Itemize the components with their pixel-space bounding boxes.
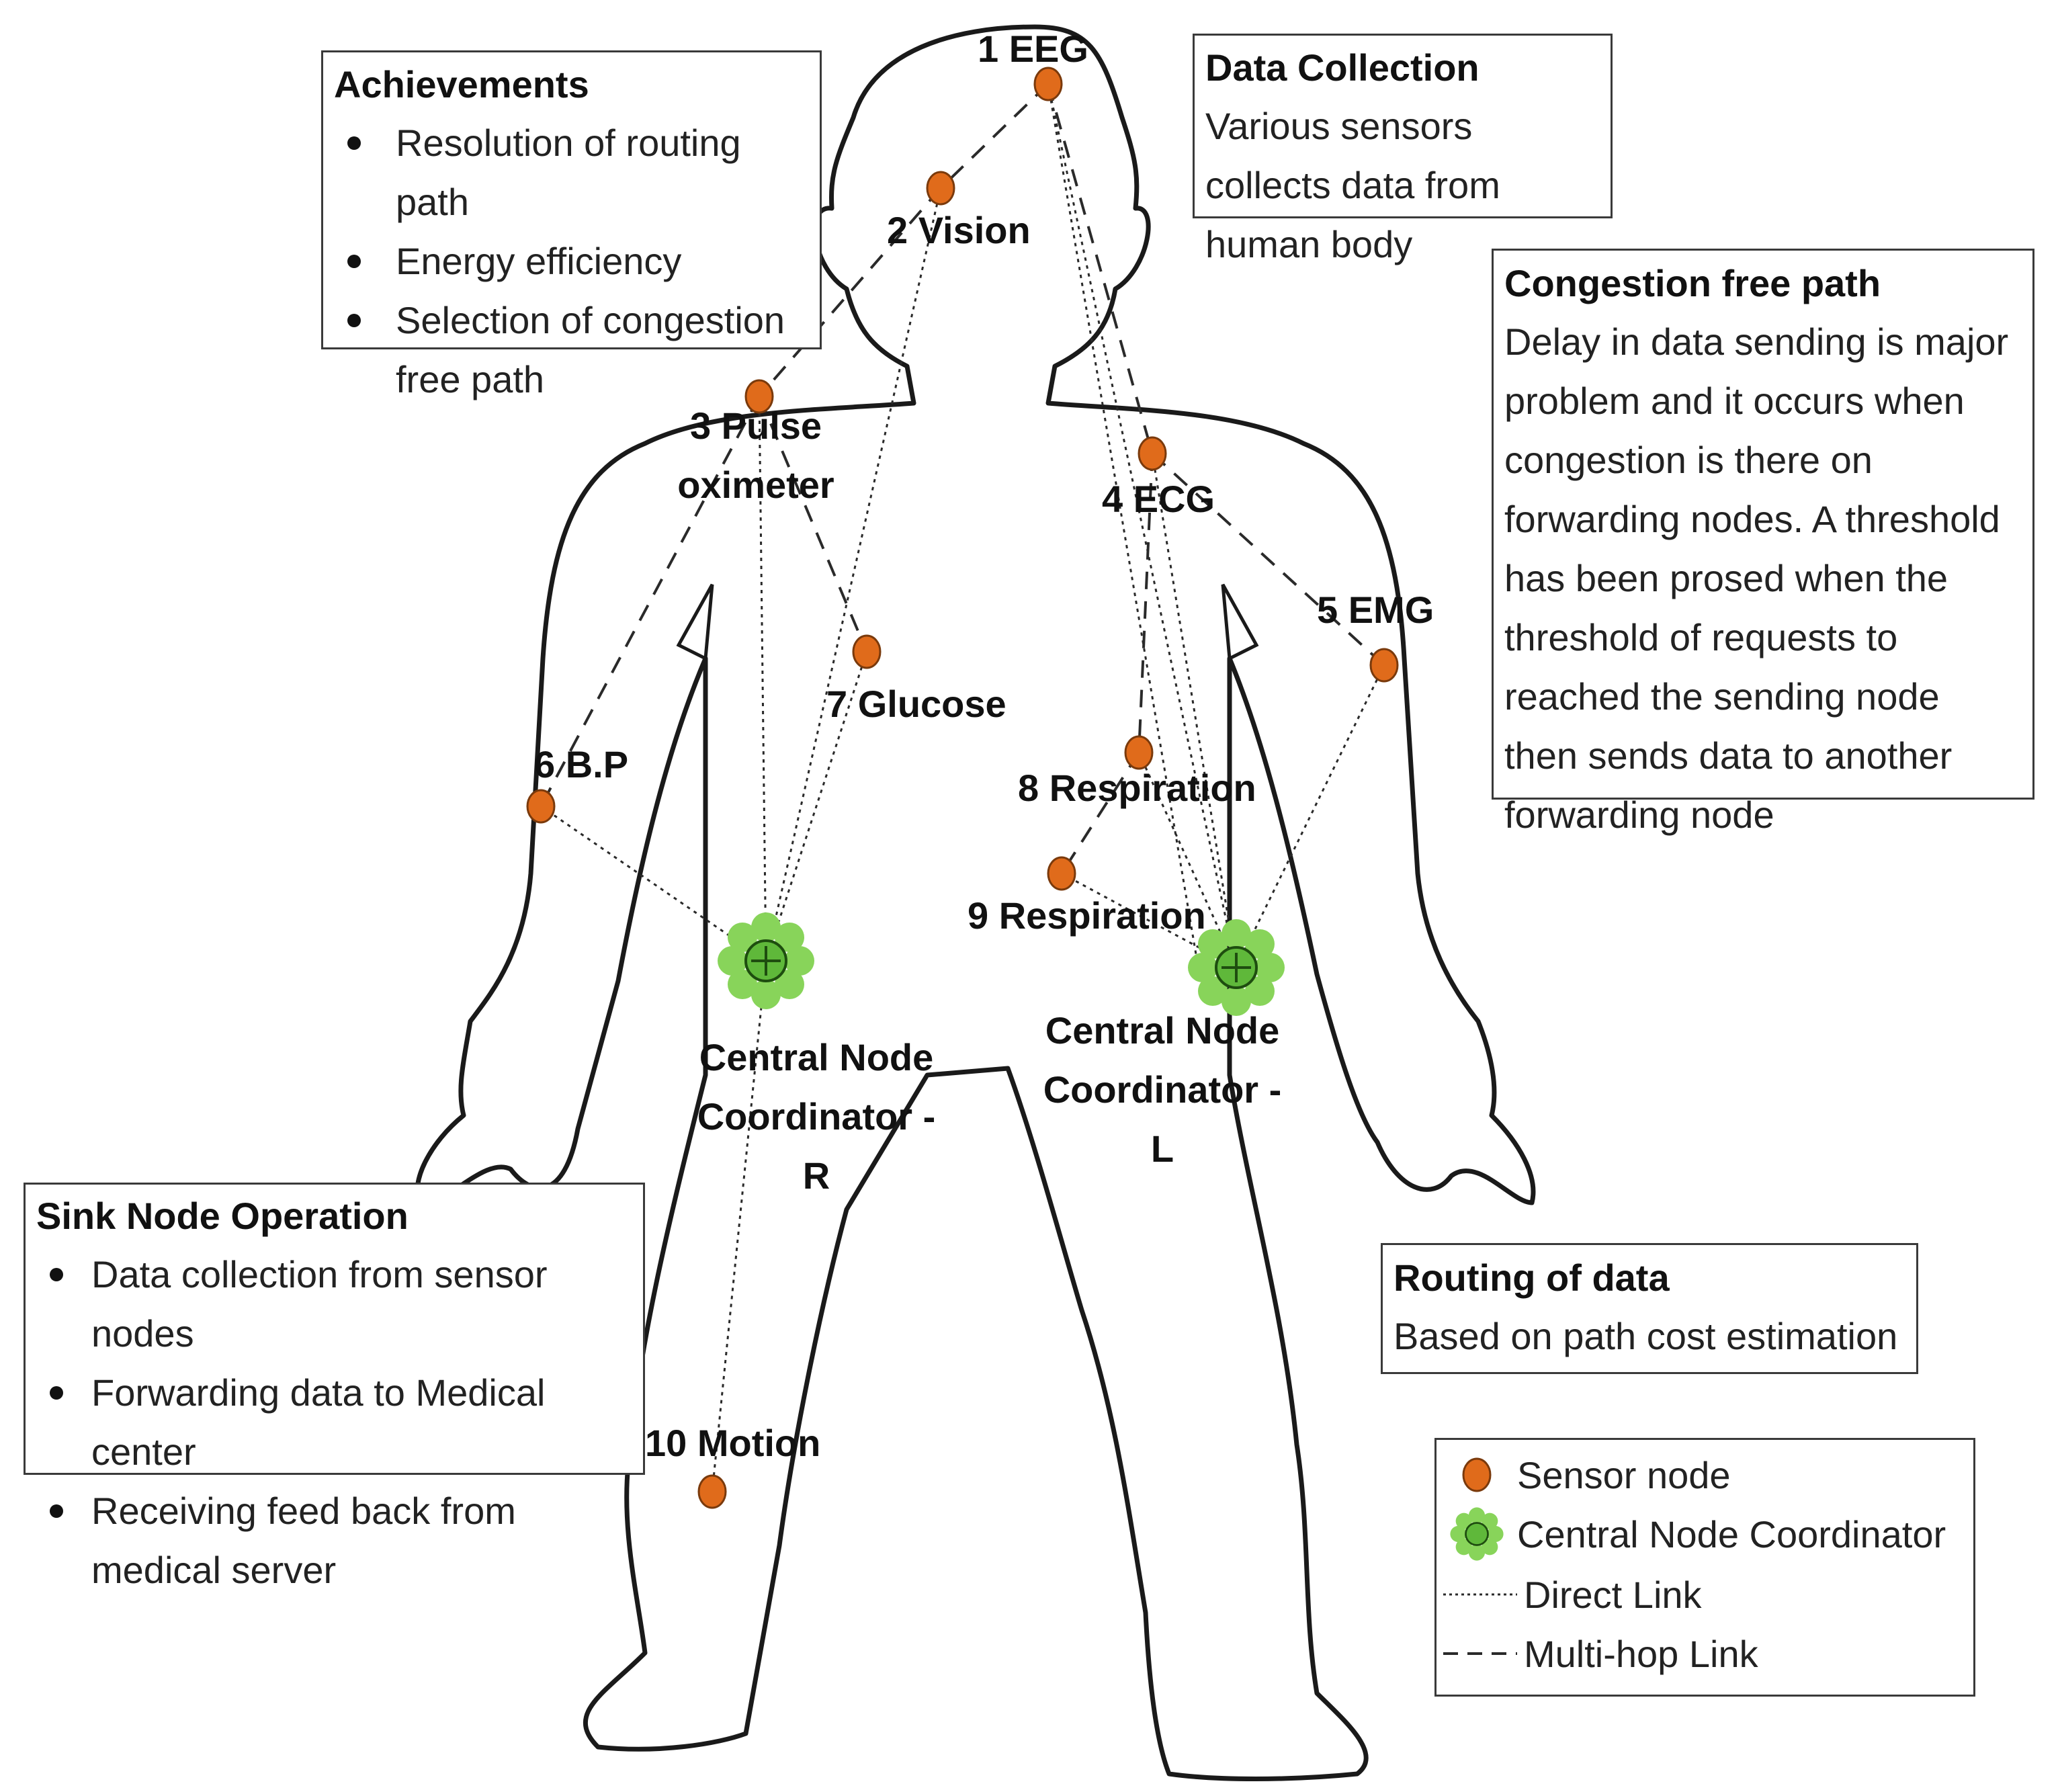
- legend-row-sensor: Sensor node: [1437, 1448, 1731, 1502]
- link-glucose-coordR: [765, 651, 868, 962]
- coordinator-legend-icon: [1450, 1507, 1504, 1561]
- link-emg-coordL: [1235, 665, 1385, 968]
- coordinator-r-icon: [716, 911, 816, 1011]
- link-eeg-coordL-2: [1047, 83, 1197, 955]
- achievements-item: Selection of congestion free path: [334, 291, 809, 409]
- sensor-node-bp: [526, 789, 556, 824]
- congestion-title: Congestion free path: [1504, 262, 1881, 304]
- multi-hop-link-legend-icon: [1443, 1652, 1517, 1655]
- link-pulse-glucose: [758, 396, 868, 652]
- sensor-node-ecg: [1138, 436, 1167, 471]
- human-body-outline: [415, 24, 1536, 1781]
- left-arm-inner-outline: [676, 583, 714, 661]
- link-vision-pulse: [758, 187, 942, 398]
- sensor-node-glucose: [852, 634, 882, 669]
- link-ecg-resp8: [1138, 453, 1154, 753]
- direct-link-legend-icon: [1443, 1593, 1517, 1596]
- congestion-box: Congestion free path Delay in data sendi…: [1492, 249, 2034, 836]
- sensor-node-resp8: [1124, 735, 1154, 770]
- sensor-nodes: [526, 67, 1399, 1509]
- routing-text: Based on path cost estimation: [1394, 1315, 1898, 1357]
- link-eeg-vision: [939, 83, 1049, 189]
- data-collection-text: Various sensors collects data from human…: [1205, 105, 1500, 265]
- achievements-item: Resolution of routing path: [334, 114, 809, 232]
- sensor-node-resp9: [1047, 856, 1076, 891]
- legend-row-direct: Direct Link: [1437, 1568, 1702, 1621]
- link-eeg-ecg: [1047, 83, 1154, 454]
- legend-direct-label: Direct Link: [1524, 1573, 1702, 1616]
- sink-node-list: Data collection from sensor nodes Forwar…: [36, 1245, 632, 1600]
- sensor-node-legend-icon: [1462, 1457, 1492, 1492]
- sink-node-item: Forwarding data to Medical center: [36, 1363, 632, 1482]
- link-resp8-resp9: [1060, 751, 1140, 875]
- link-vision-coordR: [765, 187, 942, 962]
- right-arm-inner-outline: [1221, 583, 1259, 661]
- coordinator-l-label: Central Node Coordinator - L: [1043, 1009, 1282, 1170]
- link-pulse-bp: [540, 396, 761, 807]
- sensor-node-vision: [926, 171, 955, 206]
- node-label-resp9: 9 Respiration: [968, 894, 1206, 937]
- node-label-motion: 10 Motion: [645, 1422, 821, 1464]
- coordinator-r-label: Central Node Coordinator - R: [697, 1036, 936, 1197]
- legend-box: Sensor node Central Node Coordinator Dir…: [1434, 1438, 1975, 1697]
- data-collection-box: Data Collection Various sensors collects…: [1193, 34, 1613, 265]
- node-label-vision: 2 Vision: [887, 209, 1031, 251]
- legend-coordinator-label: Central Node Coordinator: [1517, 1512, 1946, 1555]
- routing-box: Routing of data Based on path cost estim…: [1381, 1243, 1918, 1374]
- achievements-title: Achievements: [334, 63, 589, 105]
- link-pulse-coordR: [758, 396, 767, 962]
- sink-node-item: Receiving feed back from medical server: [36, 1482, 632, 1600]
- legend-multihop-label: Multi-hop Link: [1524, 1632, 1758, 1675]
- multi-hop-links: [540, 83, 1385, 875]
- link-ecg-emg: [1151, 452, 1385, 667]
- legend-row-coordinator: Central Node Coordinator: [1437, 1507, 1946, 1561]
- sink-node-title: Sink Node Operation: [36, 1195, 409, 1237]
- sink-node-box: Sink Node Operation Data collection from…: [24, 1183, 645, 1591]
- congestion-text: Delay in data sending is major problem a…: [1504, 321, 2009, 836]
- node-label-glucose: 7 Glucose: [826, 683, 1006, 725]
- achievements-list: Resolution of routing path Energy effici…: [334, 114, 809, 409]
- sensor-node-eeg: [1033, 67, 1063, 101]
- data-collection-title: Data Collection: [1205, 46, 1480, 89]
- node-label-ecg: 4 ECG: [1102, 478, 1215, 520]
- link-ecg-coordL: [1151, 453, 1238, 968]
- legend-sensor-label: Sensor node: [1517, 1453, 1731, 1496]
- link-motion-coordR: [711, 960, 767, 1492]
- routing-title: Routing of data: [1394, 1256, 1670, 1299]
- node-label-pulse: 3 Pulse oximeter: [677, 404, 834, 506]
- sink-node-item: Data collection from sensor nodes: [36, 1245, 632, 1363]
- sensor-node-motion: [697, 1474, 727, 1509]
- achievements-box: Achievements Resolution of routing path …: [321, 50, 822, 400]
- link-resp9-coordL: [1061, 872, 1237, 969]
- achievements-item: Energy efficiency: [334, 232, 809, 291]
- node-label-resp8: 8 Respiration: [1018, 767, 1256, 809]
- link-eeg-coordL: [1047, 83, 1238, 968]
- node-label-eeg: 1 EEG: [978, 28, 1088, 70]
- node-label-emg: 5 EMG: [1317, 589, 1434, 631]
- sensor-node-emg: [1369, 648, 1399, 683]
- node-label-bp: 6 B.P: [534, 743, 629, 785]
- sensor-node-pulse: [744, 379, 774, 414]
- legend-row-multihop: Multi-hop Link: [1437, 1627, 1758, 1680]
